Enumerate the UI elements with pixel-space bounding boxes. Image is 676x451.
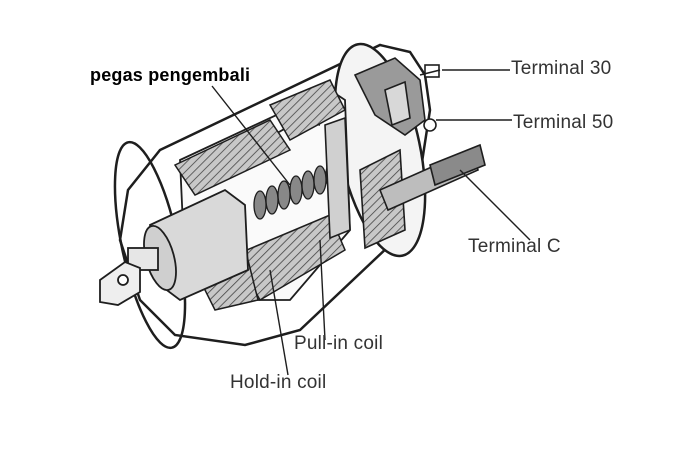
label-terminal-50: Terminal 50 — [513, 112, 614, 133]
leader-lines — [211, 69, 531, 376]
contact-assembly — [324, 116, 486, 250]
leader-hold-in-coil — [269, 269, 289, 376]
leader-terminal-c — [459, 169, 531, 241]
leader-return-spring — [211, 85, 291, 186]
terminal-block — [353, 57, 441, 136]
coil-upper — [173, 79, 346, 196]
label-return-spring: pegas pengembali — [90, 65, 251, 85]
label-pull-in-coil: Pull-in coil — [294, 333, 383, 354]
label-terminal-c: Terminal C — [468, 236, 561, 257]
leader-pull-in-coil — [319, 239, 326, 341]
label-terminal-30: Terminal 30 — [511, 58, 612, 79]
plunger — [99, 188, 249, 306]
label-hold-in-coil: Hold-in coil — [230, 372, 327, 393]
return-spring — [253, 160, 339, 220]
